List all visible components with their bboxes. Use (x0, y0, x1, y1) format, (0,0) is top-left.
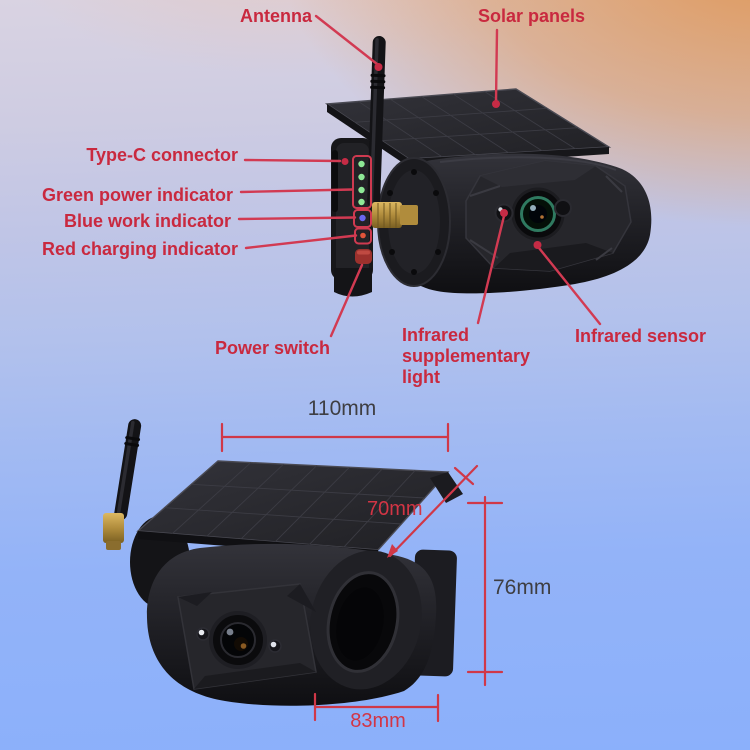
blue-work-indicator-label: Blue work indicator (63, 211, 231, 231)
camera-body-front (146, 543, 437, 706)
sma-connector (372, 202, 418, 228)
red-led (360, 232, 366, 239)
antenna-front (103, 419, 142, 550)
infrared-sensor-label: Infrared sensor (575, 326, 707, 346)
dimension-83mm: 83mm (350, 710, 406, 732)
led-highlight-boxes (352, 155, 372, 245)
end-cap-screws (387, 169, 441, 275)
callout-lines (237, 14, 602, 338)
dimension-arrowhead (387, 544, 398, 558)
ir-led-left (196, 627, 210, 641)
ir-led-right (268, 639, 282, 653)
camera-angled-view (324, 36, 652, 297)
sma-connector-front (103, 513, 124, 543)
power-switch-label: Power switch (215, 338, 331, 358)
camera-body (377, 153, 652, 294)
green-power-indicator-label: Green power indicator (41, 185, 233, 205)
camera-front-view (103, 419, 463, 706)
solar-panels-label: Solar panels (478, 6, 586, 26)
type-c-port (332, 150, 338, 212)
dimension-lines (220, 422, 504, 723)
dimension-110mm: 110mm (307, 397, 377, 420)
callout-dots (341, 63, 542, 249)
dimension-76mm: 76mm (493, 576, 552, 599)
camera-lens-front (209, 611, 267, 669)
blue-led (359, 214, 366, 222)
dimension-70mm: 70mm (367, 498, 423, 520)
led-strip (358, 160, 366, 239)
camera-lens (511, 187, 565, 241)
infrared-sensor-window (554, 199, 572, 217)
side-opening (310, 550, 422, 690)
red-charging-indicator-label: Red charging indicator (41, 239, 238, 259)
type-c-connector-label: Type-C connector (86, 145, 238, 165)
infrared-supplementary-light-label: Infrared supplementary light (402, 325, 531, 387)
antenna-label: Antenna (240, 6, 312, 26)
power-switch-button (355, 249, 372, 264)
